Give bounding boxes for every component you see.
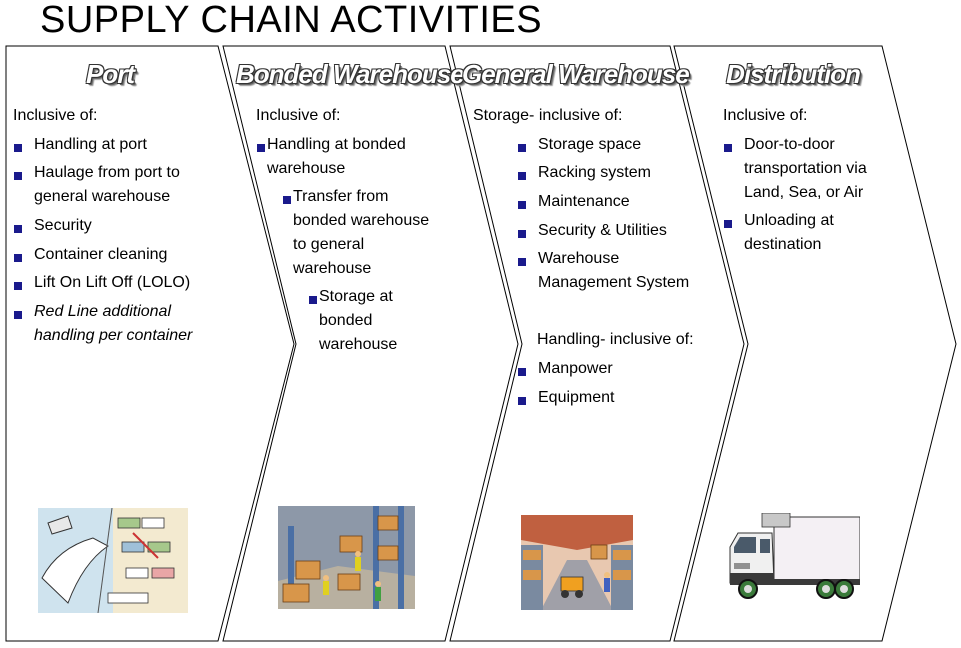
bullet bbox=[14, 254, 22, 262]
chevron-port bbox=[5, 45, 295, 642]
distribution-item-door-to-door-cont1: transportation via bbox=[744, 160, 867, 177]
port-item-red-line-cont: handling per container bbox=[34, 327, 193, 344]
port-intro: Inclusive of: bbox=[13, 107, 98, 124]
bullet bbox=[518, 258, 526, 266]
bullet bbox=[518, 144, 526, 152]
heading-bonded-warehouse: Bonded Warehouse bbox=[236, 59, 465, 89]
bullet bbox=[14, 282, 22, 290]
port-item-security: Security bbox=[34, 217, 92, 234]
warehouse-workers-clipart bbox=[278, 506, 415, 609]
port-item-lolo: Lift On Lift Off (LOLO) bbox=[34, 274, 191, 291]
distribution-item-door-to-door: Door-to-door bbox=[744, 136, 835, 153]
general-item-manpower: Manpower bbox=[538, 360, 613, 377]
general-item-racking: Racking system bbox=[538, 164, 651, 181]
bonded-item-handling-cont: warehouse bbox=[267, 160, 346, 177]
chevron-distribution bbox=[673, 45, 957, 642]
truck-clipart bbox=[729, 513, 860, 599]
bonded-item-storage-cont2: warehouse bbox=[319, 336, 398, 353]
general-item-wms: Warehouse bbox=[538, 250, 620, 267]
port-clipart bbox=[38, 508, 188, 613]
port-item-container-cleaning: Container cleaning bbox=[34, 246, 168, 263]
page-title: SUPPLY CHAIN ACTIVITIES bbox=[40, 0, 543, 41]
bullet bbox=[518, 368, 526, 376]
bullet bbox=[518, 397, 526, 405]
bonded-item-transfer-cont2: to general bbox=[293, 236, 365, 253]
bullet bbox=[14, 311, 22, 319]
bonded-item-storage-cont1: bonded bbox=[319, 312, 373, 329]
general-item-equipment: Equipment bbox=[538, 389, 615, 406]
bullet bbox=[518, 201, 526, 209]
bonded-item-transfer-cont3: warehouse bbox=[293, 260, 372, 277]
heading-distribution: Distribution bbox=[726, 59, 861, 89]
bonded-intro: Inclusive of: bbox=[256, 107, 341, 124]
bullet bbox=[724, 220, 732, 228]
port-item-red-line: Red Line additional bbox=[34, 303, 171, 320]
bullet bbox=[14, 225, 22, 233]
bullet bbox=[724, 144, 732, 152]
forklift-warehouse-clipart bbox=[521, 515, 633, 610]
general-item-wms-cont: Management System bbox=[538, 274, 690, 291]
bullet bbox=[283, 196, 291, 204]
bullet bbox=[518, 230, 526, 238]
bullet bbox=[518, 172, 526, 180]
general-item-maintenance: Maintenance bbox=[538, 193, 630, 210]
distribution-item-unloading-cont: destination bbox=[744, 236, 822, 253]
general-item-storage-space: Storage space bbox=[538, 136, 642, 153]
bullet bbox=[14, 172, 22, 180]
port-item-haulage-cont: general warehouse bbox=[34, 188, 171, 205]
bullet bbox=[309, 296, 317, 304]
general-intro-storage: Storage- inclusive of: bbox=[473, 107, 623, 124]
bonded-item-transfer-cont1: bonded warehouse bbox=[293, 212, 430, 229]
heading-general-warehouse: General Warehouse bbox=[462, 59, 690, 89]
chevron-general-warehouse bbox=[449, 45, 745, 642]
general-item-security-utilities: Security & Utilities bbox=[538, 222, 667, 239]
bonded-item-transfer: Transfer from bbox=[293, 188, 389, 205]
chevron-bonded-warehouse bbox=[222, 45, 519, 642]
bullet bbox=[257, 144, 265, 152]
bullet bbox=[14, 144, 22, 152]
heading-port: Port bbox=[86, 59, 135, 89]
bonded-item-storage: Storage at bbox=[319, 288, 393, 305]
distribution-intro: Inclusive of: bbox=[723, 107, 808, 124]
port-item-handling: Handling at port bbox=[34, 136, 147, 153]
bonded-item-handling: Handling at bonded bbox=[267, 136, 406, 153]
distribution-item-door-to-door-cont2: Land, Sea, or Air bbox=[744, 184, 864, 201]
port-item-haulage: Haulage from port to bbox=[34, 164, 180, 181]
general-intro-handling: Handling- inclusive of: bbox=[537, 331, 694, 348]
distribution-item-unloading: Unloading at bbox=[744, 212, 834, 229]
